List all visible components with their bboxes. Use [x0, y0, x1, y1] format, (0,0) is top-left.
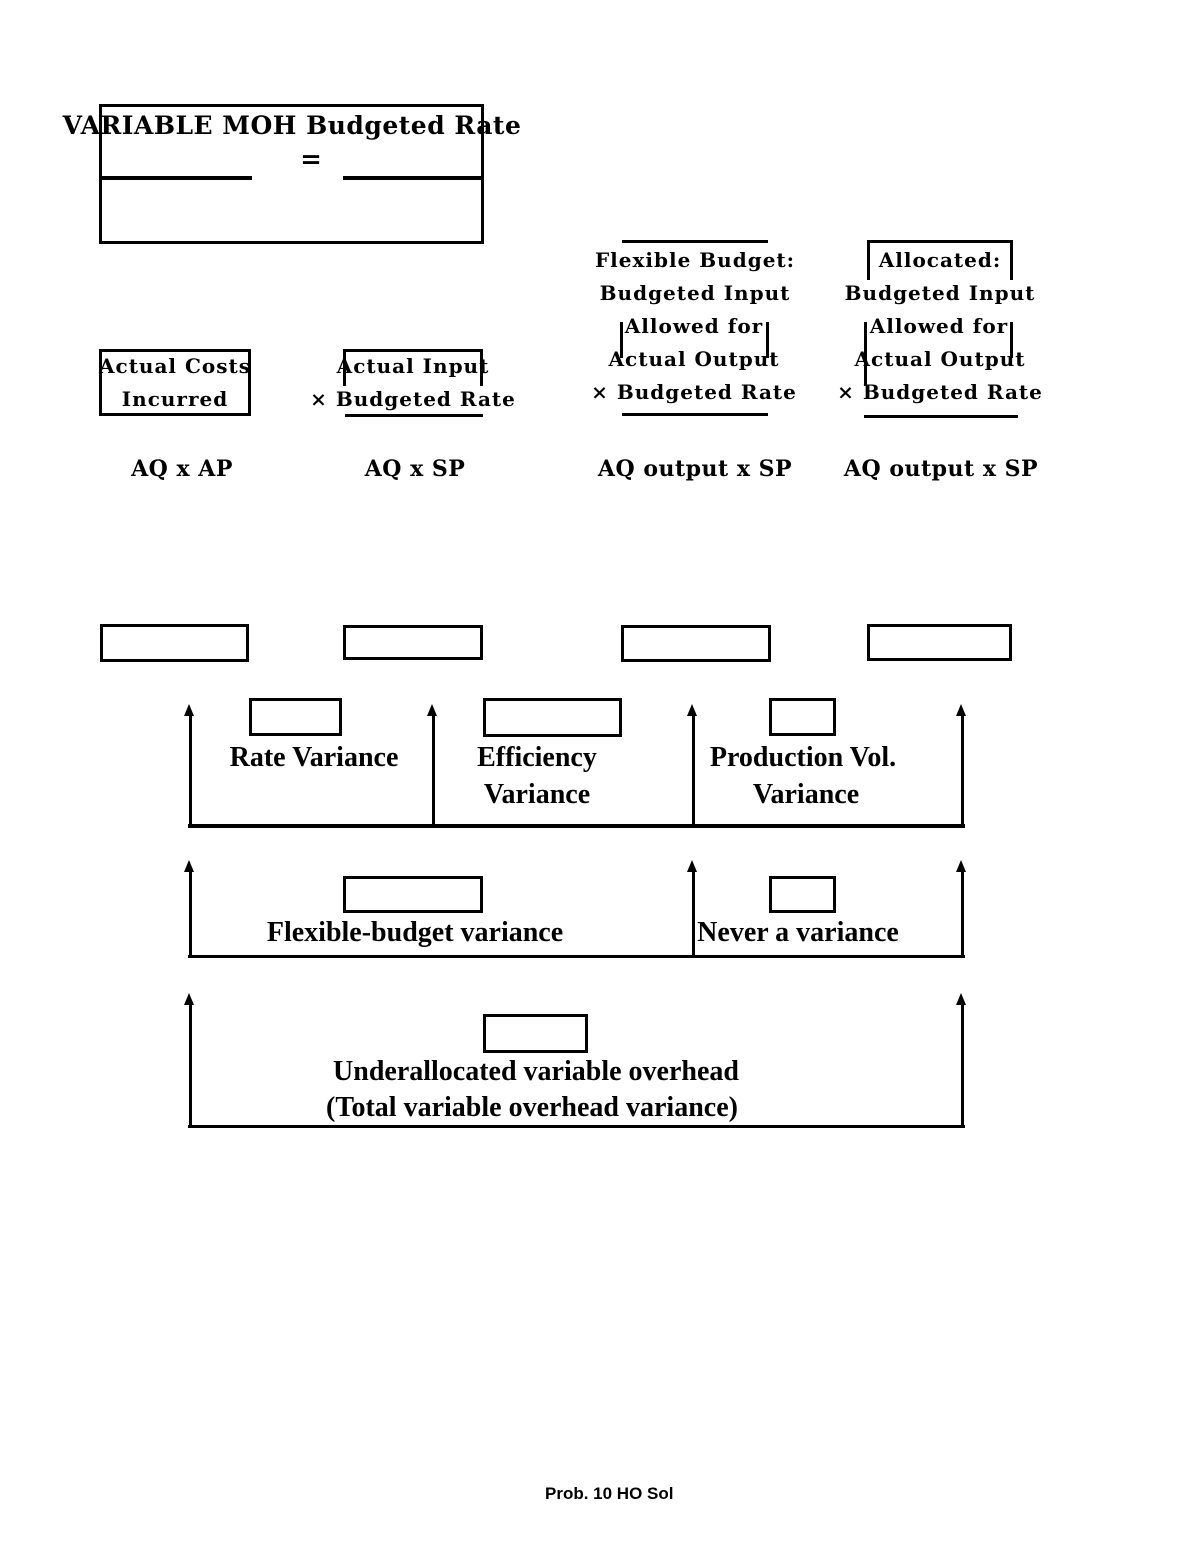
- up-arrow: [956, 993, 966, 1125]
- col2-left-bar: [343, 349, 346, 386]
- never-a-variance-amount-box: [769, 876, 836, 913]
- equals-sign: =: [300, 145, 322, 175]
- flexible-budget-variance-amount-box: [343, 876, 483, 913]
- col4-allowed-right-bar: [1010, 322, 1013, 358]
- col3-top-line: [622, 240, 768, 243]
- formula-box: [99, 104, 484, 244]
- rate-variance-amount-box: [249, 698, 342, 736]
- col4-top-line: [867, 240, 1013, 243]
- amount-box-allocated: [867, 624, 1012, 661]
- up-arrow: [956, 704, 966, 824]
- fraction-bar-left: [100, 176, 252, 180]
- formula-title: VARIABLE MOH Budgeted Rate: [62, 111, 522, 140]
- formula-aq-sp: AQ x SP: [364, 456, 466, 482]
- bracket-line-row3: [188, 1125, 965, 1128]
- col4-allowed-for: Allowed for: [869, 314, 1009, 338]
- up-arrow: [184, 993, 194, 1125]
- formula-aq-ap: AQ x AP: [131, 456, 233, 482]
- efficiency-variance-amount-box: [483, 698, 622, 737]
- production-volume-amount-box: [769, 698, 836, 736]
- underallocated-label-line2: (Total variable overhead variance): [326, 1092, 738, 1123]
- col3-actual-output: Actual Output: [608, 347, 780, 371]
- col3-budgeted-input: Budgeted Input: [599, 281, 791, 305]
- col4-actual-output: Actual Output: [854, 347, 1026, 371]
- amount-box-actual-input: [343, 625, 483, 660]
- col3-allowed-left-bar: [620, 322, 623, 358]
- production-volume-label-line2: Variance: [752, 779, 860, 810]
- col2-right-bar: [480, 349, 483, 386]
- actual-costs-line1: Actual Costs: [98, 354, 252, 378]
- col4-corner-right-bar: [1010, 240, 1013, 280]
- col4-corner-left-bar: [867, 240, 870, 280]
- amount-box-actual-costs: [100, 624, 249, 662]
- col3-allowed-for: Allowed for: [624, 314, 764, 338]
- up-arrow: [184, 704, 194, 824]
- flexible-budget-header: Flexible Budget:: [594, 248, 796, 272]
- col4-budgeted-rate: × Budgeted Rate: [837, 380, 1043, 404]
- bracket-line-row2: [188, 955, 965, 958]
- fraction-bar-right: [343, 176, 483, 180]
- up-arrow: [184, 860, 194, 955]
- bracket-line-row1: [188, 824, 965, 828]
- never-a-variance-label: Never a variance: [697, 917, 899, 948]
- formula-aq-output-sp-2: AQ output x SP: [843, 456, 1039, 482]
- col4-bottom-line: [864, 415, 1018, 418]
- actual-costs-line2: Incurred: [121, 387, 229, 411]
- col4-budgeted-input: Budgeted Input: [844, 281, 1036, 305]
- flexible-budget-variance-label: Flexible-budget variance: [266, 917, 564, 948]
- col3-budgeted-rate: × Budgeted Rate: [591, 380, 797, 404]
- efficiency-variance-label-line1: Efficiency: [477, 742, 597, 773]
- up-arrow: [687, 704, 697, 824]
- rate-variance-label: Rate Variance: [229, 742, 399, 773]
- amount-box-flexible-budget: [621, 625, 771, 662]
- up-arrow: [956, 860, 966, 955]
- col4-allowed-left-bar: [864, 322, 867, 386]
- underallocated-label-line1: Underallocated variable overhead: [333, 1056, 739, 1087]
- up-arrow: [427, 704, 437, 824]
- efficiency-variance-label-line2: Variance: [483, 779, 591, 810]
- production-volume-label-line1: Production Vol.: [709, 742, 897, 773]
- actual-input-line2: × Budgeted Rate: [310, 387, 516, 411]
- col3-allowed-right-bar: [766, 322, 769, 358]
- allocated-header: Allocated:: [878, 248, 1002, 272]
- formula-aq-output-sp-1: AQ output x SP: [597, 456, 793, 482]
- up-arrow: [687, 860, 697, 955]
- col2-top-line: [343, 349, 483, 352]
- page-footer: Prob. 10 HO Sol: [545, 1484, 674, 1503]
- col2-underline: [345, 414, 483, 417]
- total-variance-amount-box: [483, 1014, 588, 1053]
- actual-costs-box: [99, 349, 251, 416]
- col3-bottom-line: [622, 413, 768, 416]
- actual-input-line1: Actual Input: [336, 354, 490, 378]
